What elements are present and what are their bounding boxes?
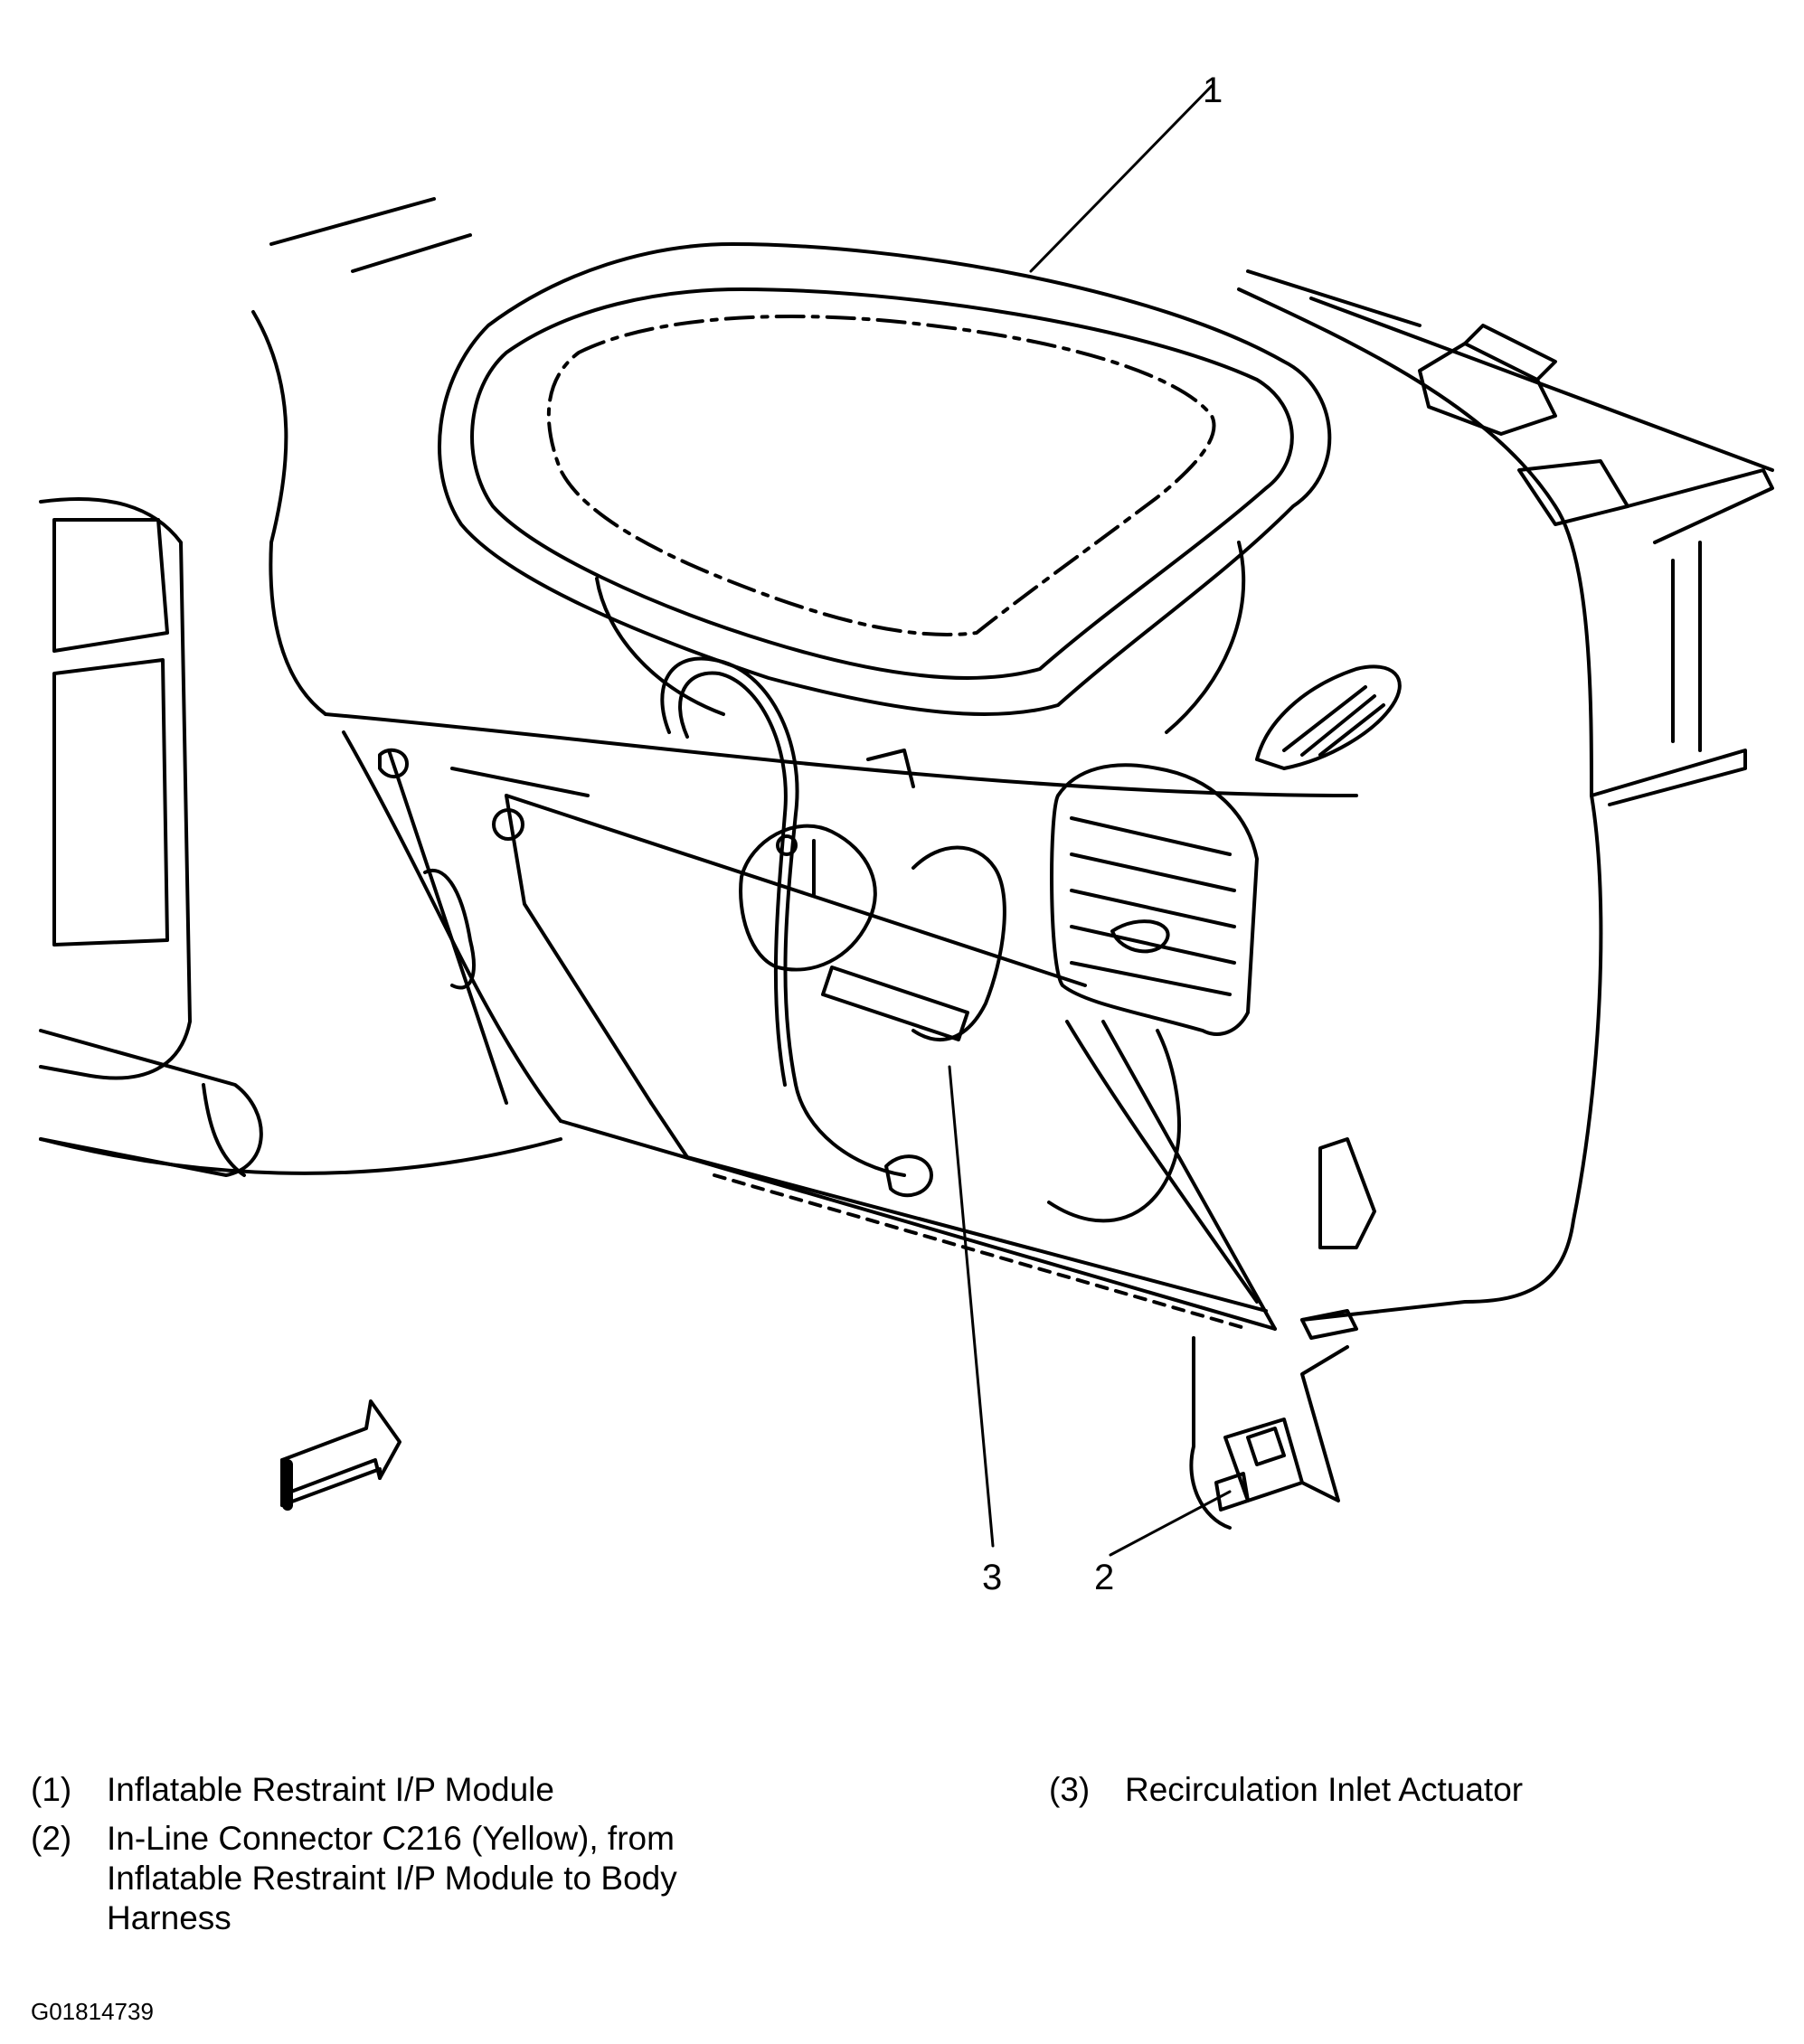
legend-text: Recirculation Inlet Actuator <box>1125 1771 1524 1808</box>
callout-1: 1 <box>1203 71 1223 110</box>
legend-number: (2) <box>31 1820 72 1857</box>
airbag-module <box>438 242 1332 734</box>
callout-3: 3 <box>982 1558 1003 1597</box>
legend-number: (3) <box>1049 1771 1091 1808</box>
legend-text: Inflatable Restraint I/P Module <box>107 1771 554 1808</box>
left-dash-panel <box>39 497 562 1177</box>
callout-2: 2 <box>1094 1558 1115 1597</box>
leader-3 <box>948 1065 995 1548</box>
lower-opening <box>342 730 1277 1331</box>
callout-leaders <box>948 84 1232 1557</box>
figure-id: G01814739 <box>31 1998 154 2025</box>
view-arrow <box>280 1399 401 1511</box>
leader-2 <box>1109 1490 1232 1557</box>
recirculation-actuator <box>739 749 1006 1041</box>
legend-text: In-Line Connector C216 (Yellow), from In… <box>107 1820 677 1936</box>
leader-1 <box>1029 84 1214 273</box>
center-vent <box>1050 763 1259 1036</box>
legend-number: (1) <box>31 1771 72 1808</box>
fasteners <box>378 748 1376 1340</box>
instrument-panel-illustration <box>39 84 1774 1557</box>
wiring-harness <box>505 656 1087 1198</box>
right-bracket <box>1418 324 1774 806</box>
upper-vent <box>1255 664 1402 770</box>
inline-connector-c216 <box>1189 1336 1349 1530</box>
dash-upper-outline <box>251 197 1774 1322</box>
